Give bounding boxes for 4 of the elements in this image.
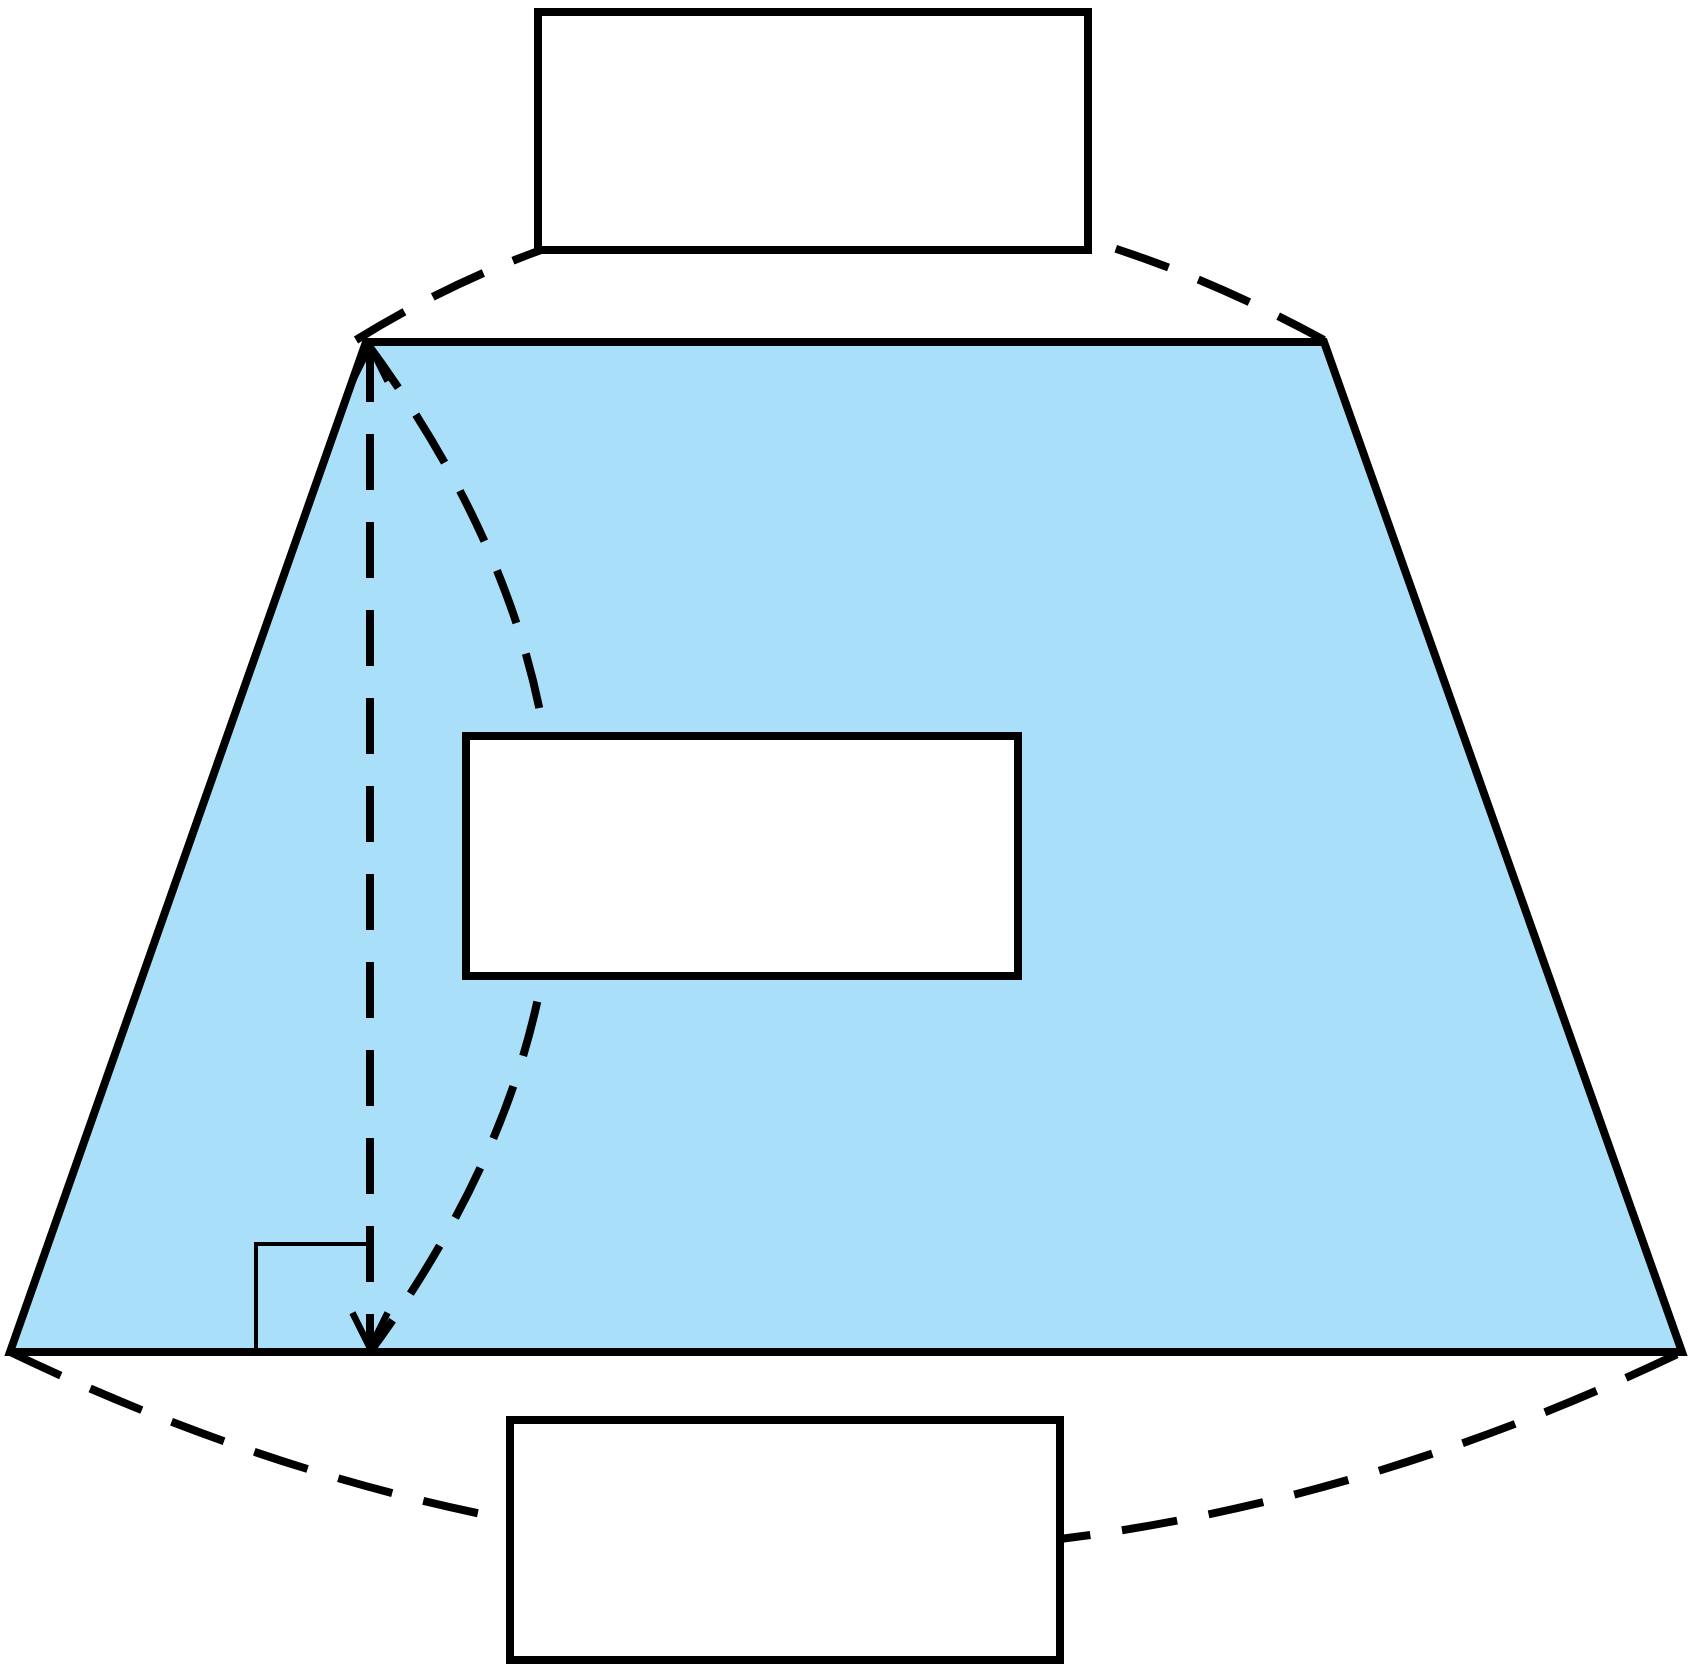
answer-box (506, 1416, 1064, 1664)
trapezoid-shape (0, 336, 1692, 1360)
answer-box (534, 8, 1092, 254)
answer-box (462, 732, 1022, 980)
